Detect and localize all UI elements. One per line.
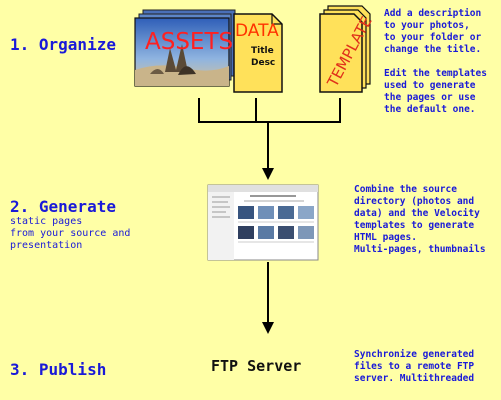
template-document-stack-icon bbox=[319, 5, 371, 93]
step-generate-title: 2. Generate bbox=[10, 197, 116, 216]
organize-note-templates: Edit the templates used to generate the … bbox=[384, 68, 487, 115]
step-organize-title: 1. Organize bbox=[10, 35, 116, 54]
merge-connector bbox=[198, 98, 341, 172]
step-generate-subtitle: static pages from your source and presen… bbox=[10, 216, 131, 251]
arrow-to-publish-icon bbox=[262, 322, 274, 334]
publish-note: Synchronize generated files to a remote … bbox=[354, 349, 475, 384]
data-line-desc: Desc bbox=[251, 58, 275, 68]
ftp-server-label: FTP Server bbox=[211, 357, 302, 375]
generated-page-thumbnail bbox=[207, 184, 319, 261]
data-line-title: Title bbox=[251, 46, 274, 56]
organize-note-description: Add a description to your photos, to you… bbox=[384, 8, 482, 55]
data-document-icon bbox=[233, 13, 283, 93]
arrow-to-generate-icon bbox=[262, 168, 274, 180]
generate-note: Combine the source directory (photos and… bbox=[354, 184, 486, 255]
assets-photo-stack-icon bbox=[134, 9, 236, 87]
step-publish-title: 3. Publish bbox=[10, 360, 107, 379]
assets-label: ASSETS bbox=[145, 29, 233, 55]
data-label: DATA bbox=[235, 21, 279, 41]
